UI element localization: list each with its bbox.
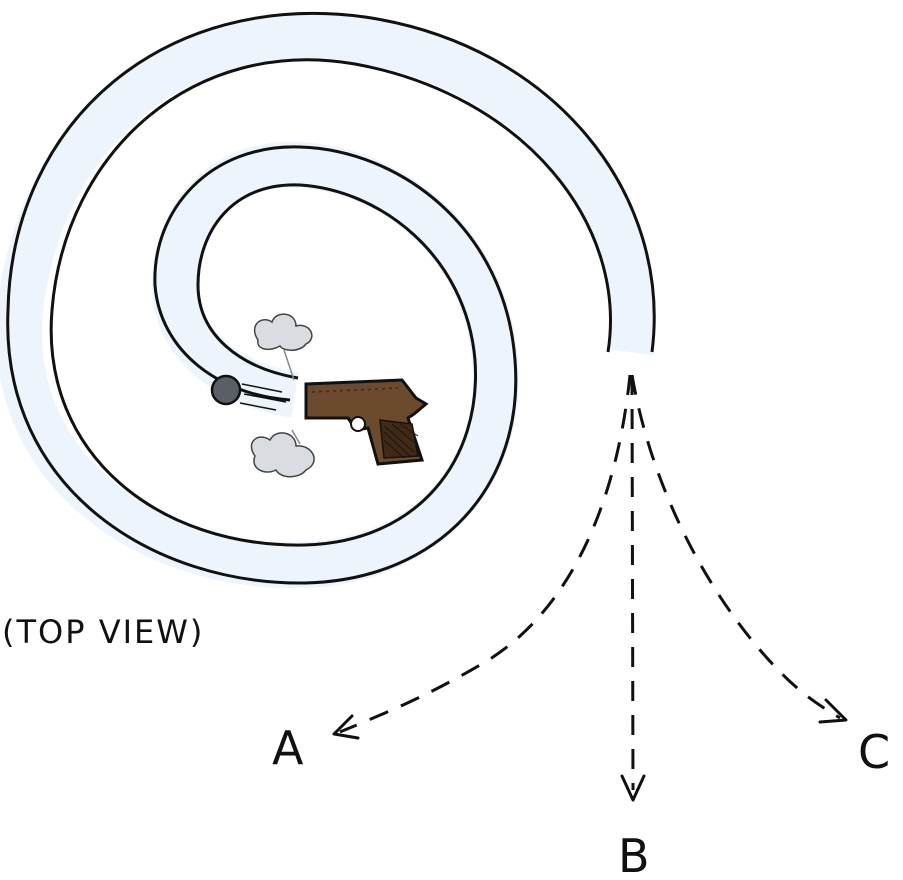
- trajectory-b: [630, 374, 635, 791]
- smoke-puff-icon: [250, 313, 315, 478]
- caption-top-view: (TOP VIEW): [2, 613, 204, 651]
- trajectory-paths: [339, 374, 841, 791]
- path-label-a: A: [272, 721, 304, 775]
- arrowhead-a: [332, 714, 360, 740]
- tube-channel-fill: [0, 12, 656, 589]
- trajectory-a: [339, 374, 632, 734]
- ball-icon: [210, 374, 287, 411]
- tube-inner-wall: [49, 58, 612, 547]
- path-label-b: B: [618, 829, 650, 880]
- path-label-c: C: [858, 725, 890, 779]
- arrowheads: [332, 698, 848, 802]
- arrowhead-b: [620, 774, 646, 802]
- pistol-icon: [304, 378, 429, 466]
- arrowhead-c: [818, 698, 848, 724]
- spiral-tube-icon: [0, 11, 656, 589]
- trajectory-c: [630, 374, 841, 720]
- tube-outer-wall: [6, 11, 656, 585]
